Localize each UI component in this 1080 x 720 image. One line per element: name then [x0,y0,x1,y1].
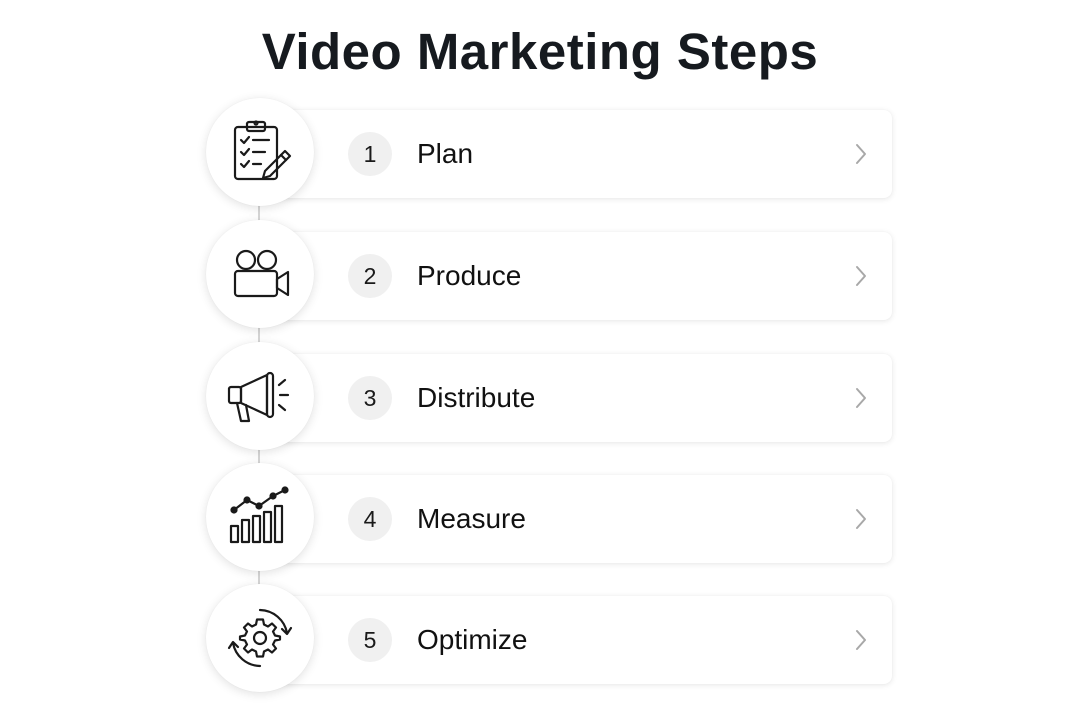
chevron-right-icon [856,388,866,408]
step-label: Plan [417,138,474,169]
step-label: Produce [417,260,522,291]
step-connector [258,568,260,586]
chevron-right-icon [856,144,866,164]
step-label: Distribute [417,382,536,413]
chevron-right-icon [856,509,866,529]
step-icon-circle [206,342,314,450]
step-icon-circle [206,584,314,692]
step-connector [258,448,260,466]
step-number: 3 [348,376,392,420]
step-card-produce[interactable]: 2 Produce [262,232,892,320]
step-card-plan[interactable]: 1 Plan [262,110,892,198]
megaphone-icon [227,371,290,423]
step-icon-circle [206,463,314,571]
step-number: 1 [348,132,392,176]
clipboard-checklist-icon [233,120,292,181]
page-title: Video Marketing Steps [261,23,819,80]
video-camera-icon [233,249,290,298]
step-connector [258,326,260,346]
chevron-right-icon [856,630,866,650]
step-connector [258,204,260,224]
step-card-measure[interactable]: 4 Measure [262,475,892,563]
gear-refresh-icon [227,608,293,668]
step-label: Measure [417,503,526,534]
step-card-optimize[interactable]: 5 Optimize [262,596,892,684]
bar-chart-trend-icon [229,486,289,544]
step-label: Optimize [417,624,528,655]
step-number: 2 [348,254,392,298]
chevron-right-icon [856,266,866,286]
step-icon-circle [206,98,314,206]
step-number: 4 [348,497,392,541]
step-card-distribute[interactable]: 3 Distribute [262,354,892,442]
step-icon-circle [206,220,314,328]
step-number: 5 [348,618,392,662]
